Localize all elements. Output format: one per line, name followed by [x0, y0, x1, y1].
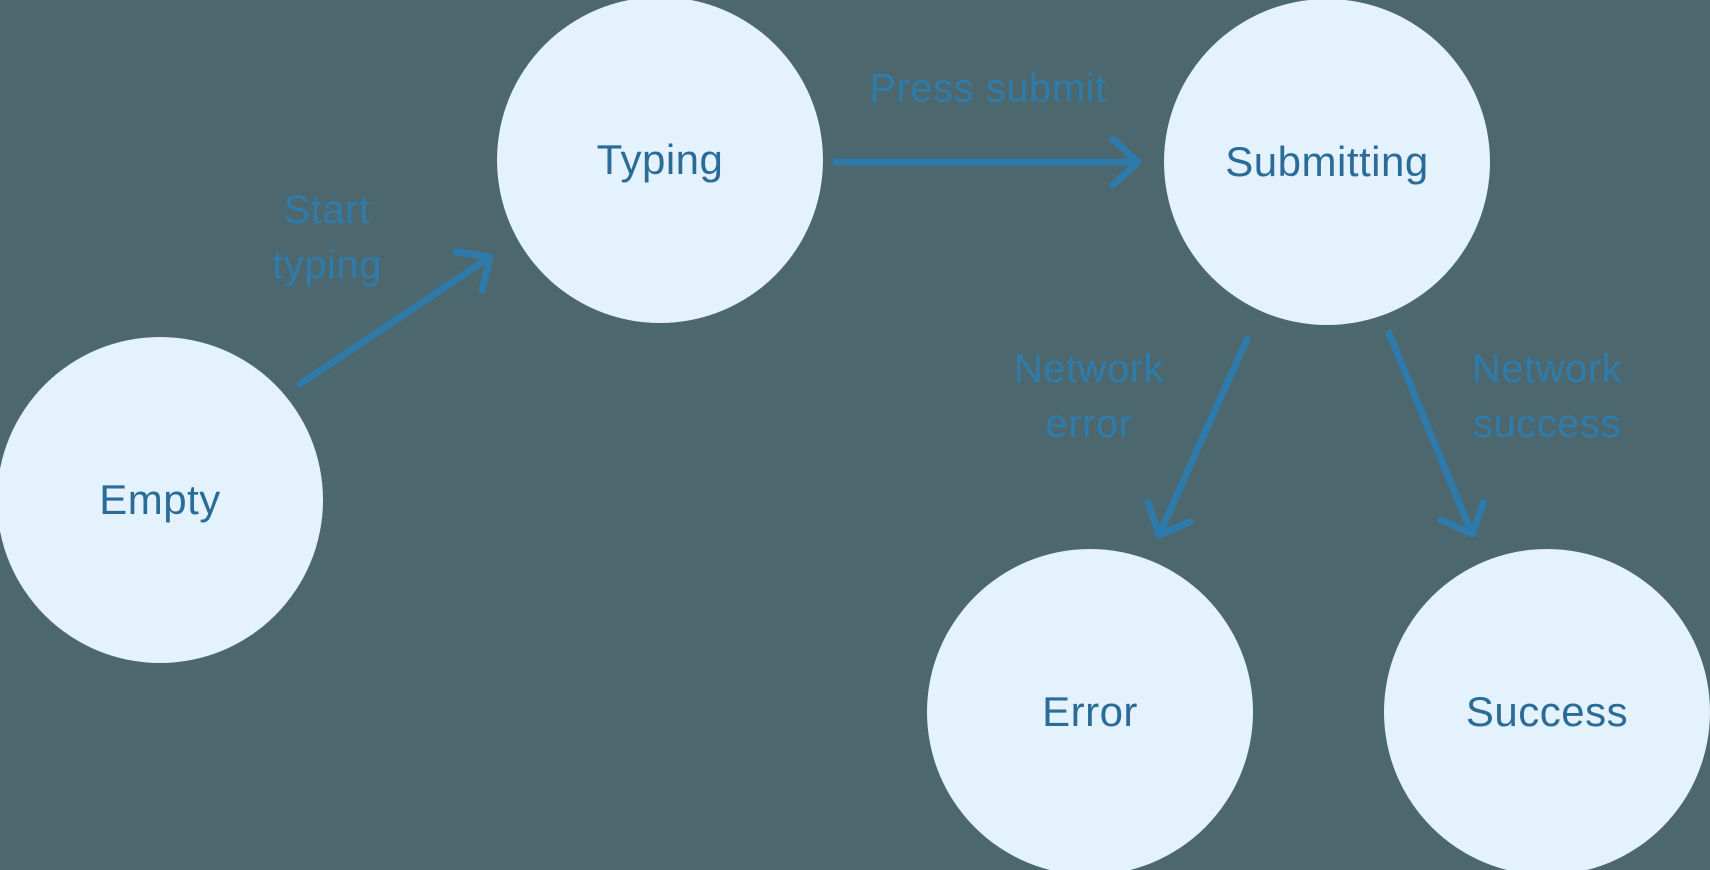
- state-node-success: Success: [1384, 549, 1710, 870]
- state-node-label: Error: [1042, 688, 1138, 735]
- state-node-error: Error: [927, 549, 1253, 870]
- edge-label-start-typing: Start typing: [272, 188, 382, 287]
- state-node-label: Submitting: [1225, 138, 1429, 185]
- edge-empty-to-typing-arrow: [296, 248, 494, 388]
- edge-label-press-submit: Press submit: [869, 66, 1107, 111]
- state-node-empty: Empty: [0, 337, 323, 663]
- edge-submitting-to-error-arrow: [1144, 335, 1251, 539]
- state-node-submitting: Submitting: [1164, 0, 1490, 325]
- state-node-label: Success: [1465, 688, 1629, 735]
- state-node-typing: Typing: [497, 0, 823, 323]
- edge-label-network-success: Network success: [1471, 347, 1623, 446]
- edge-submitting-to-success-arrow: [1385, 329, 1488, 538]
- state-node-label: Empty: [99, 476, 221, 523]
- edge-label-network-error: Network error: [1013, 347, 1165, 446]
- state-node-label: Typing: [596, 136, 724, 183]
